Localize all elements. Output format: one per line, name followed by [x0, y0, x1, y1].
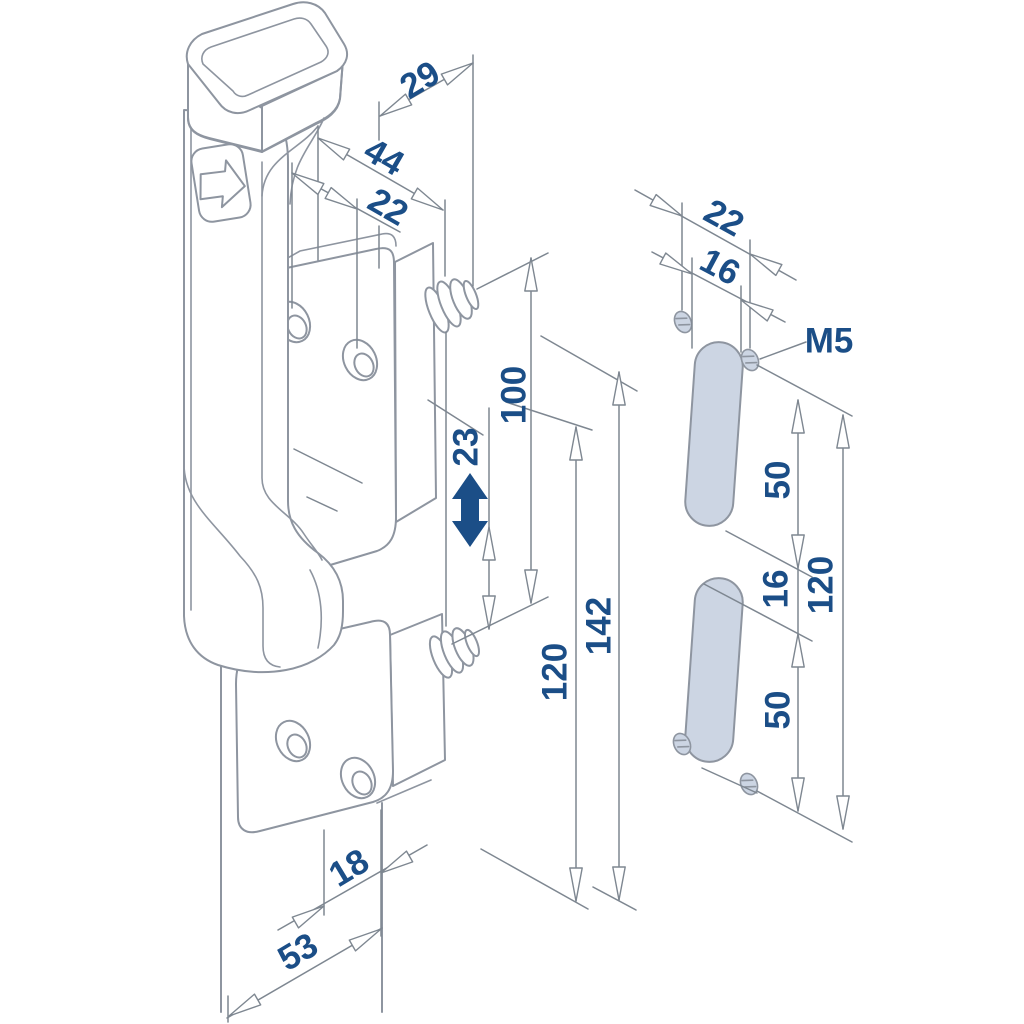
upper-stud-icon — [424, 278, 480, 334]
lower-stud-icon — [428, 627, 480, 679]
lower-slot — [684, 577, 744, 763]
dim-label-23: 23 — [447, 428, 486, 467]
dim-label-50-lower: 50 — [759, 691, 798, 730]
upper-plate-hole — [341, 338, 379, 382]
pull-handle — [183, 1, 349, 674]
m5-hole — [739, 772, 759, 796]
lower-plate-hole — [274, 719, 312, 763]
dim-label-22-right: 22 — [698, 192, 751, 245]
m5-hole — [673, 310, 693, 334]
dim-label-18: 18 — [322, 841, 375, 894]
handle-emblem — [190, 143, 252, 223]
m5-hole — [740, 348, 760, 372]
lower-plate-hole — [339, 756, 377, 800]
dim-label-142: 142 — [580, 597, 619, 655]
drilling-template — [672, 310, 760, 796]
dim-label-120-right: 120 — [802, 556, 841, 614]
handle-cap — [185, 1, 349, 153]
arrow-right-icon — [199, 159, 246, 209]
fixing-bar — [220, 661, 383, 1013]
dim-label-120-left: 120 — [536, 643, 575, 701]
dim-label-50-upper: 50 — [759, 461, 798, 500]
dim-label-100: 100 — [495, 366, 534, 424]
lower-mounting-plate — [235, 613, 480, 834]
dim-label-44: 44 — [357, 130, 411, 184]
arrow-up-down-icon — [452, 473, 488, 547]
dim-label-53: 53 — [271, 925, 324, 978]
m5-hole — [672, 732, 692, 756]
thread-label-m5: M5 — [805, 322, 854, 361]
dim-label-16-gap: 16 — [757, 570, 796, 609]
upper-slot — [684, 341, 744, 527]
